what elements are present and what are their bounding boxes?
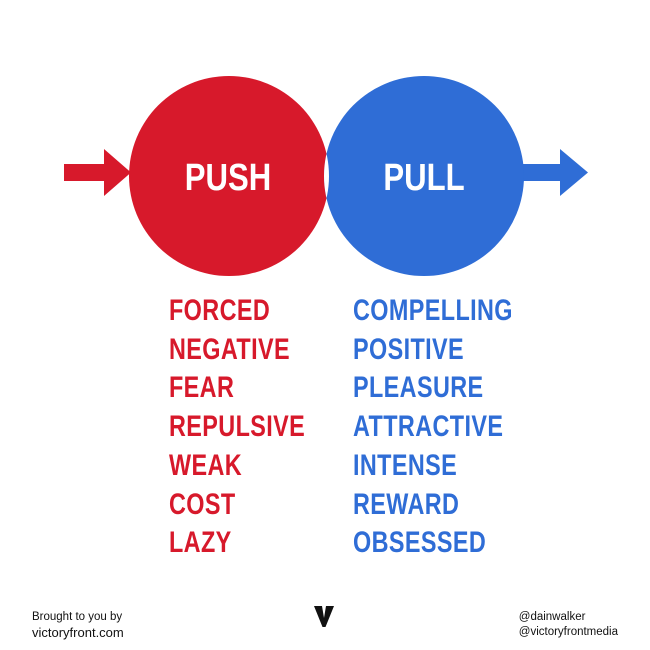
footer-credit: Brought to you by victoryfront.com [32,610,124,640]
credit-line: Brought to you by [32,611,123,623]
pull-word: OBSESSED [353,526,487,560]
push-label: PUSH [185,157,272,199]
push-circle [129,76,329,276]
pull-word: POSITIVE [353,332,465,366]
pull-circle [324,76,524,276]
push-pull-diagram: PUSH PULL [64,76,588,276]
push-word: REPULSIVE [169,410,306,444]
pull-word: COMPELLING [353,294,513,327]
v-logo-icon [314,606,334,627]
pull-word: REWARD [353,487,460,521]
push-word: FORCED [169,294,271,327]
push-word: COST [169,487,236,521]
incoming-arrow-icon [64,149,131,196]
push-word: NEGATIVE [169,332,291,366]
pull-label: PULL [383,157,464,199]
push-word: LAZY [169,526,232,560]
pull-word: ATTRACTIVE [353,410,504,444]
outgoing-arrow-icon [520,149,588,196]
push-word-list: FORCED NEGATIVE FEAR REPULSIVE WEAK COST LAZY [169,292,344,563]
footer-handles: @dainwalker @victoryfrontmedia [519,610,618,640]
site-link[interactable]: victoryfront.com [32,625,124,640]
handle-victoryfrontmedia[interactable]: @victoryfrontmedia [518,626,618,638]
push-word: WEAK [169,448,243,482]
pull-word-list: COMPELLING POSITIVE PLEASURE ATTRACTIVE INTE… [353,292,558,563]
push-word: FEAR [169,371,235,405]
pull-word: INTENSE [353,448,458,482]
handle-dainwalker[interactable]: @dainwalker [518,611,586,623]
pull-word: PLEASURE [353,371,484,405]
